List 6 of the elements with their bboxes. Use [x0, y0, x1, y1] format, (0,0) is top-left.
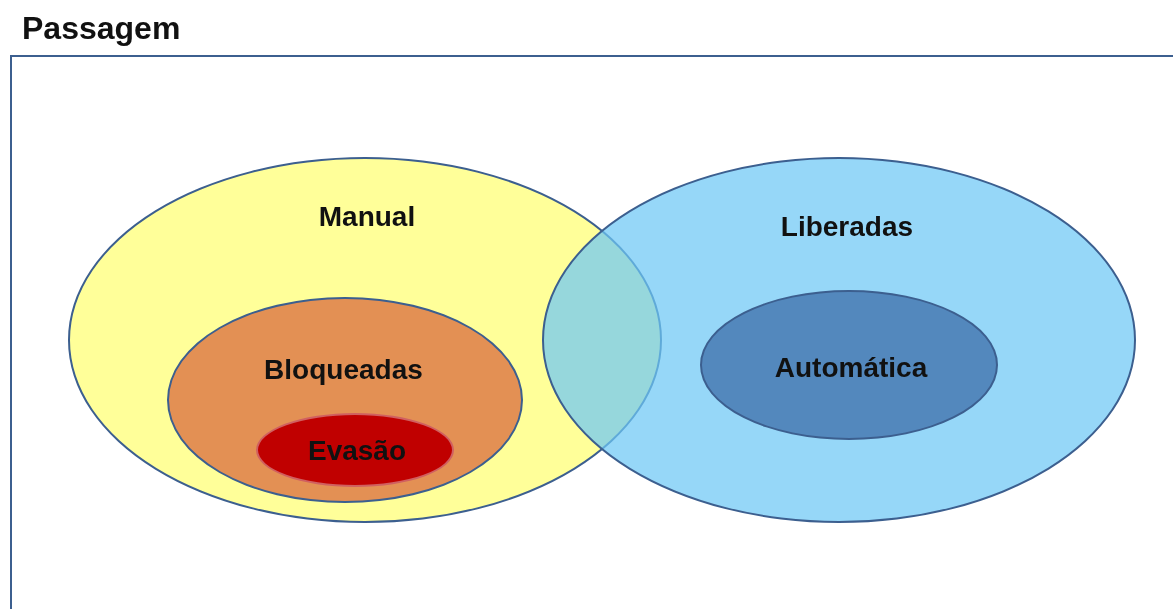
set-label: Evasão [307, 435, 407, 467]
set-label: Liberadas [780, 211, 914, 243]
set-label: Bloqueadas [264, 354, 423, 386]
set-label: Automática [774, 352, 928, 384]
frame-title: Passagem [22, 10, 181, 47]
set-label: Manual [318, 201, 416, 233]
